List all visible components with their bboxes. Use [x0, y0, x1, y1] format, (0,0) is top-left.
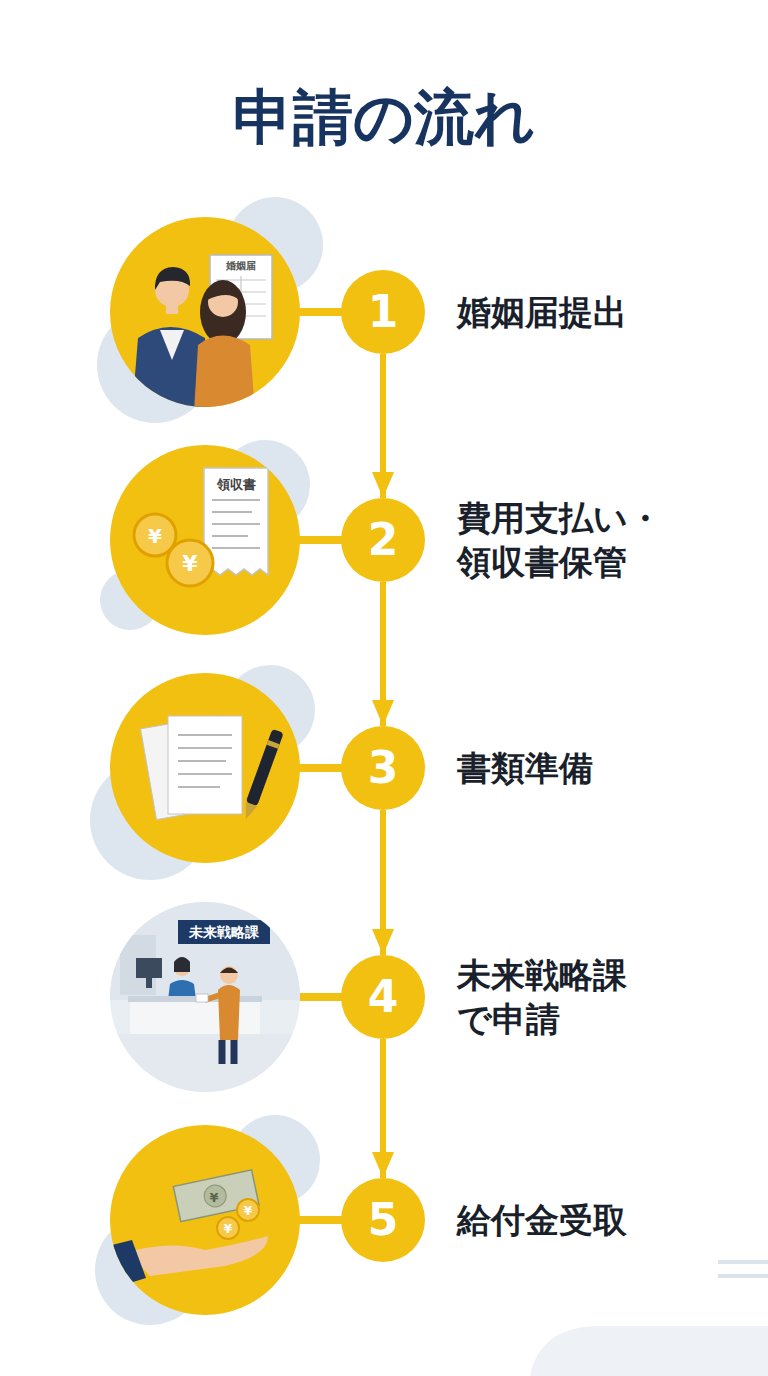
counter-illustration: [100, 900, 310, 1104]
link-stub: [295, 312, 345, 1220]
step-circle: 2費用支払い・領収書保管: [341, 498, 425, 582]
step-number: 2: [341, 498, 425, 582]
picture-label: ¥: [209, 1191, 218, 1204]
step-number: 1: [341, 270, 425, 354]
flow-arrow: [380, 582, 386, 726]
payment-illustration: [110, 445, 300, 635]
picture-label: ¥: [244, 1205, 252, 1217]
flow-arrow: [380, 354, 386, 498]
step-label: 給付金受取: [457, 1198, 637, 1242]
picture-label: 未来戦略課: [189, 925, 259, 939]
couple-illustration: [110, 217, 300, 412]
background-blob: [90, 197, 323, 1325]
step-number: 3: [341, 726, 425, 810]
step-circle: 5給付金受取: [341, 1178, 425, 1262]
picture-label: ¥: [224, 1223, 232, 1235]
corner-decoration: [530, 1262, 768, 1376]
flow-arrow: [380, 1039, 386, 1178]
step-label: 書類準備: [457, 746, 637, 790]
step-circle: 4未来戦略課で申請: [341, 955, 425, 1039]
flow-arrow: [380, 810, 386, 955]
step-label: 婚姻届提出: [457, 290, 637, 334]
step-label: 未来戦略課で申請: [457, 953, 637, 1041]
picture-label: 領収書: [217, 478, 256, 491]
step-circle: 3書類準備: [341, 726, 425, 810]
page-title: 申請の流れ: [0, 78, 768, 159]
step-circle: 1婚姻届提出: [341, 270, 425, 354]
step-number: 5: [341, 1178, 425, 1262]
picture-label: ¥: [148, 526, 162, 546]
documents-illustration: [110, 673, 300, 863]
step-label: 費用支払い・領収書保管: [457, 496, 671, 584]
picture-label: 婚姻届: [226, 261, 256, 271]
picture-label: ¥: [182, 553, 197, 575]
step-number: 4: [341, 955, 425, 1039]
payout-illustration: [102, 1125, 300, 1315]
